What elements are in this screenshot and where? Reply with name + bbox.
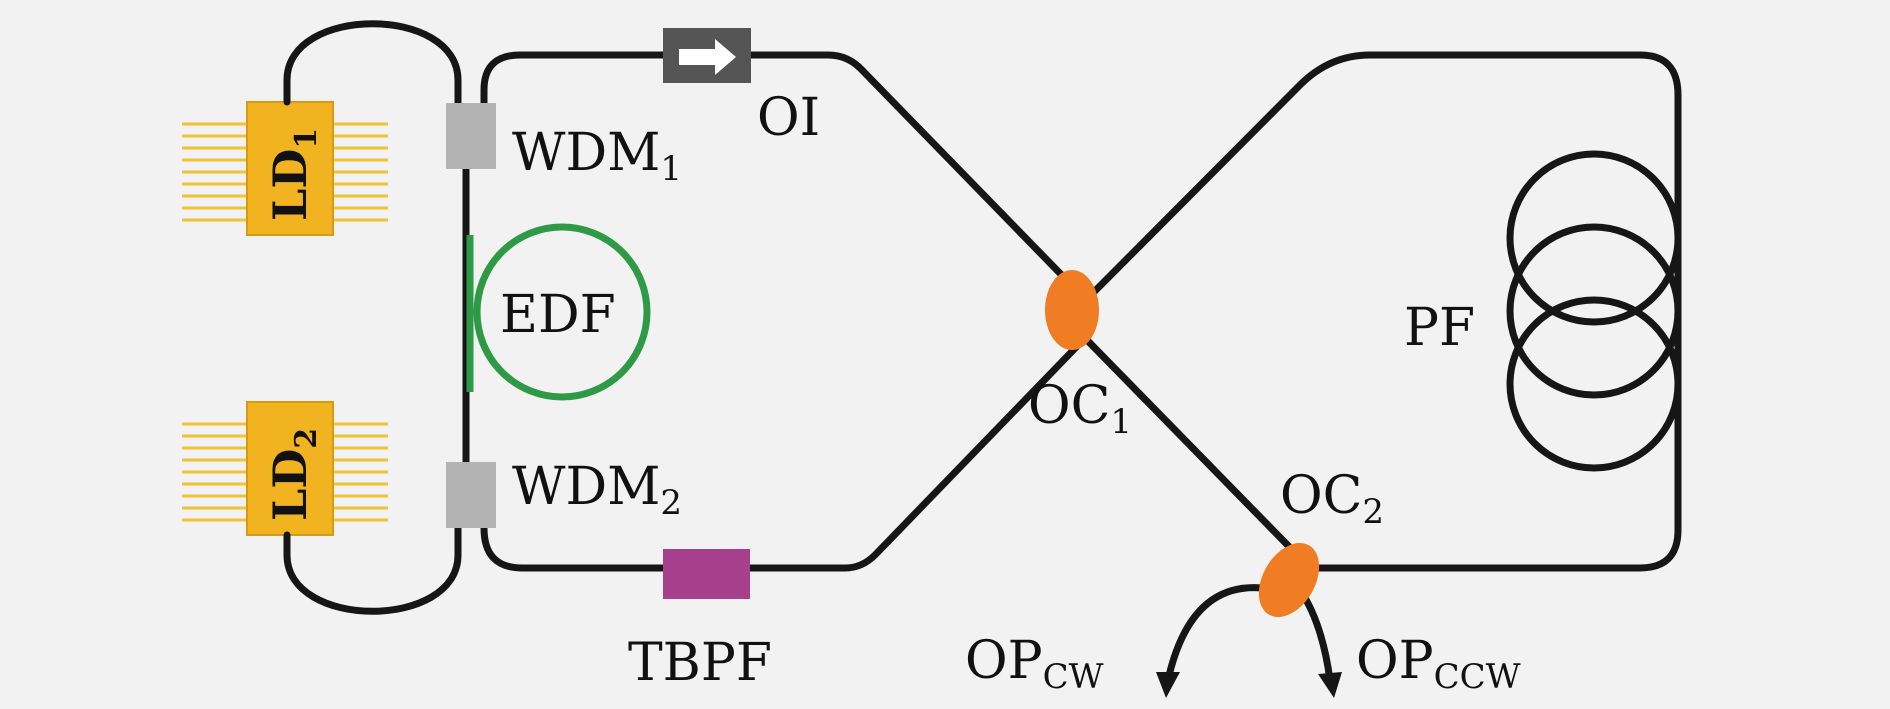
tbpf-label: TBPF <box>628 633 772 693</box>
laser-diode-2: LD2 <box>182 401 388 536</box>
laser-diode-2-body <box>246 401 334 536</box>
optical-coupler-1 <box>1045 270 1099 350</box>
edf-coil <box>466 223 651 401</box>
wdm-2-label: WDM2 <box>512 457 682 523</box>
optical-coupler-2 <box>1258 543 1320 617</box>
pf-coil <box>1506 150 1682 472</box>
output-fiber-ccw <box>1296 586 1334 684</box>
main-ring-fiber <box>480 51 1682 572</box>
wdm-1 <box>446 103 496 169</box>
output-ccw-arrow-icon <box>1318 672 1342 698</box>
output-cw-arrow-icon <box>1156 672 1180 698</box>
output-fiber-cw <box>1164 584 1266 684</box>
optical-isolator <box>663 28 751 83</box>
laser-diode-1: LD1 <box>182 101 388 236</box>
wdm-1-label: WDM1 <box>512 123 682 189</box>
pump-fiber-1 <box>283 20 462 114</box>
laser-diode-1-label: LD1 <box>263 128 324 221</box>
tunable-bandpass-filter <box>663 549 750 599</box>
laser-diode-1-body <box>246 101 334 236</box>
wdm-2 <box>446 462 496 528</box>
isolator-label: OI <box>757 88 820 148</box>
pf-label: PF <box>1404 298 1475 358</box>
edf-label: EDF <box>500 285 616 345</box>
output-cw-label: OPCW <box>965 631 1104 697</box>
isolator-arrow-icon <box>679 39 736 75</box>
laser-diode-2-label: LD2 <box>263 428 324 521</box>
pump-fiber-2 <box>283 524 462 615</box>
oc-2-label: OC2 <box>1280 466 1384 532</box>
oc-1-label: OC1 <box>1028 376 1132 442</box>
output-ccw-label: OPCCW <box>1356 631 1521 697</box>
